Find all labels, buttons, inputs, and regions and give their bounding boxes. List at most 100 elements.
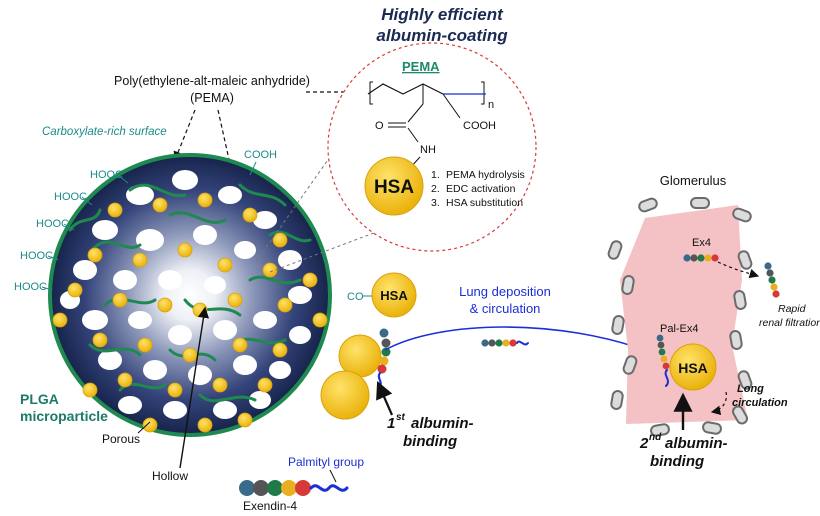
step-2-number: 2.	[431, 183, 440, 195]
albumin-dot	[82, 382, 98, 398]
hooc-bond-1	[117, 174, 129, 184]
structure-backbone	[367, 83, 444, 95]
pema-chain	[198, 393, 257, 403]
pore	[158, 270, 182, 290]
peptide-bead	[381, 338, 391, 348]
hooc-label-1: HOOC	[90, 169, 123, 181]
hollow-arrow	[179, 306, 210, 469]
pema-callout-line2: (PEMA)	[190, 91, 234, 105]
step-3-number: 3.	[431, 197, 440, 209]
endothelial-cell	[650, 423, 670, 437]
albumin-dot	[262, 262, 278, 278]
pore	[168, 325, 192, 345]
pore	[213, 401, 237, 419]
pema-chain	[248, 275, 302, 285]
albumin-dot	[107, 202, 123, 218]
hooc-bond-3	[63, 223, 75, 231]
title-line2: albumin-coating	[376, 26, 508, 45]
albumin-dot	[67, 282, 83, 298]
endothelial-cell	[737, 370, 753, 390]
pore	[253, 211, 277, 229]
lung-circulation-arrow	[384, 326, 652, 355]
albumin-dot	[167, 382, 183, 398]
pore	[233, 355, 257, 375]
pema-chain	[183, 298, 242, 317]
porous-pointer	[137, 421, 151, 434]
first-binding-line1: albumin-	[411, 415, 474, 432]
hooc-label-4: HOOC	[20, 250, 53, 262]
pore	[193, 225, 217, 245]
peptide-bead	[683, 254, 691, 262]
hooc-bond-4	[47, 255, 59, 261]
structure-bond-nh	[407, 127, 419, 143]
peptide-bead	[379, 356, 389, 366]
endothelial-cells-group	[607, 197, 753, 437]
pore	[92, 220, 118, 240]
peptide-bead	[697, 254, 705, 262]
glomerulus-label: Glomerulus	[660, 173, 727, 188]
albumin-dot	[197, 192, 213, 208]
surface-hsa-label: HSA	[380, 288, 408, 303]
peptide-bead	[502, 339, 510, 347]
hooc-bond-5	[41, 286, 53, 291]
cooh-label-top: COOH	[244, 149, 277, 161]
rapid-label-line1: Rapid	[778, 303, 807, 315]
pore	[126, 185, 154, 205]
peptide-bead	[711, 254, 719, 262]
albumin-dot	[177, 242, 193, 258]
albumin-dot	[272, 342, 288, 358]
peptide-bead	[660, 355, 668, 363]
structure-bracket-right	[481, 81, 485, 105]
pema-chain	[238, 183, 287, 207]
pore	[172, 170, 198, 190]
peptide-bead	[379, 328, 389, 338]
second-binding-sup: nd	[649, 432, 662, 443]
albumin-dot	[132, 252, 148, 268]
pore	[289, 326, 311, 344]
pal-ex4-label: Pal-Ex4	[660, 323, 699, 335]
pema-chain	[103, 297, 157, 307]
callout-arrow-right	[217, 109, 241, 202]
adsorbed-albumin-2	[320, 370, 370, 420]
second-binding-line1: albumin-	[665, 435, 728, 452]
pore	[188, 365, 212, 385]
pore	[118, 396, 142, 414]
structure-hsa-circle	[364, 156, 424, 216]
endothelial-cell	[733, 290, 747, 310]
palmityl-tail	[664, 369, 669, 387]
second-binding-number: 2	[639, 435, 649, 452]
albumin-dot	[237, 412, 253, 428]
albumin-dot	[87, 247, 103, 263]
lung-label-line2: & circulation	[470, 301, 541, 316]
peptide-bead	[267, 480, 283, 496]
pema-structure-title: PEMA	[402, 59, 440, 74]
peptide-bead	[657, 341, 665, 349]
palmityl-tail	[309, 484, 349, 492]
albumin-dot	[157, 297, 173, 313]
step-3-label: HSA substitution	[446, 197, 523, 209]
hooc-label-5: HOOC	[14, 281, 47, 293]
hollow-label: Hollow	[152, 469, 188, 483]
exendin-legend-chain	[239, 480, 349, 496]
structure-o: O	[375, 120, 384, 132]
pore	[204, 276, 226, 294]
palmityl-pointer	[329, 469, 337, 483]
albumin-dot	[302, 272, 318, 288]
pore	[288, 286, 312, 304]
step-2-label: EDC activation	[446, 183, 516, 195]
pore	[136, 229, 164, 251]
peptide-bead	[481, 339, 489, 347]
second-binding-line2: binding	[650, 453, 704, 470]
glomerulus-hsa-circle	[669, 343, 717, 391]
pore	[249, 391, 271, 409]
endothelial-cell	[737, 250, 753, 270]
albumin-dot	[217, 257, 233, 273]
pema-chain	[168, 211, 227, 224]
peptide-bead	[704, 254, 712, 262]
rapid-filtration-arrow	[717, 261, 760, 279]
palmityl-tail	[516, 340, 529, 346]
zoom-line-bottom	[269, 224, 396, 273]
pore	[82, 310, 108, 330]
carboxylate-label: Carboxylate-rich surface	[42, 126, 167, 138]
